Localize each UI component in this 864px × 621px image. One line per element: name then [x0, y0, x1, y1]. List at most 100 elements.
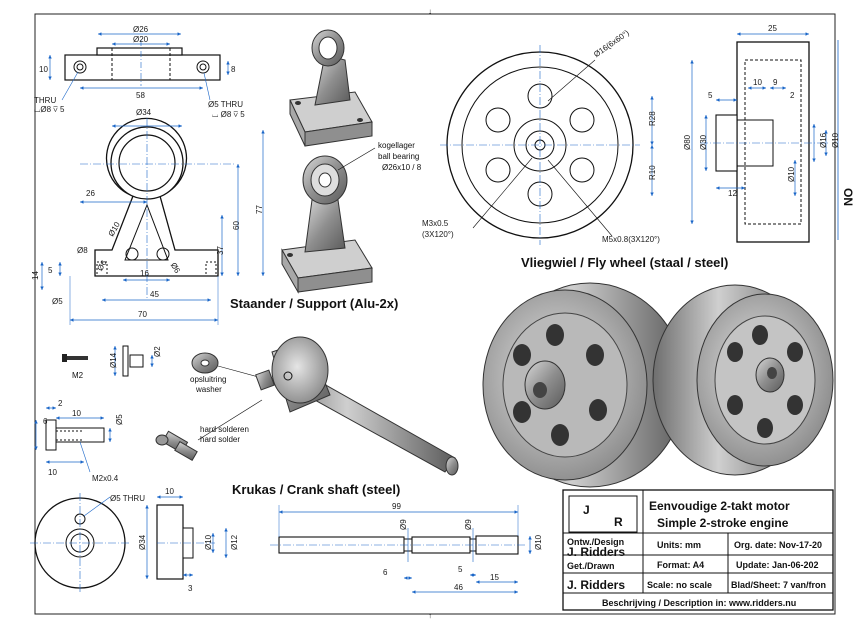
dim-front-70: 70 — [138, 310, 147, 319]
note-thru-right: Ø5 THRU — [208, 100, 243, 109]
units-field: Units: mm — [657, 540, 701, 550]
dim-shaft-99: 99 — [392, 502, 401, 511]
sheet-border — [34, 13, 836, 615]
bearing-leader — [337, 147, 376, 171]
crank-disc-side — [145, 495, 228, 580]
dim-front-77: 77 — [255, 205, 264, 214]
dim-top-10: 10 — [39, 65, 48, 74]
dim-fw-25: 25 — [768, 24, 777, 33]
dim-pin-5: Ø5 — [115, 414, 124, 425]
dim-front-26: 26 — [86, 189, 95, 198]
dim-top-58: 58 — [136, 91, 145, 100]
dim-front-14: 14 — [31, 271, 40, 280]
center-mark-bottom: ↑ — [428, 611, 432, 620]
design-label: Ontw./Design — [567, 537, 624, 547]
dim-front-37: 37 — [216, 246, 225, 255]
bearing-label-en: ball bearing — [378, 152, 419, 161]
dim-front-45: 45 — [150, 290, 159, 299]
note-cbore-right: ⌴ Ø8 ⊽ 5 — [212, 110, 245, 119]
crank-title: Krukas / Crank shaft (steel) — [232, 482, 400, 497]
dim-fw-r28: R28 — [648, 111, 657, 126]
crank-shaft-drawing — [270, 505, 532, 594]
dim-front-5: 5 — [48, 266, 53, 275]
dim-shaft-10: Ø10 — [534, 534, 543, 550]
dim-fw-10b: Ø10 — [831, 132, 840, 148]
dim-disc-thru: Ø5 THRU — [110, 494, 145, 503]
dim-fw-12: 12 — [728, 189, 737, 198]
dim-shaft-46: 46 — [454, 583, 463, 592]
logo-r: R — [614, 515, 623, 529]
bearing-label-size: Ø26x10 / 8 — [382, 163, 422, 172]
support-top-view — [48, 32, 230, 101]
update-field: Update: Jan-06-202 — [736, 560, 819, 570]
flywheel-iso-right — [652, 284, 834, 476]
crank-iso-assembly — [155, 336, 459, 476]
dim-top-20: Ø20 — [133, 35, 149, 44]
dim-front-hole5: Ø5 — [52, 297, 63, 306]
screw-m2-label: M2 — [72, 371, 84, 380]
screw-m2 — [62, 354, 88, 362]
logo-j: J — [583, 503, 590, 517]
support-iso-bearing — [281, 155, 373, 294]
dim-top-26: Ø26 — [133, 25, 149, 34]
washer-label-en: washer — [195, 385, 222, 394]
washer-label-nl: opsluitring — [190, 375, 226, 384]
solder-label-en: hard solder — [200, 435, 240, 444]
support-front-view — [40, 117, 265, 325]
dim-shaft-6: 6 — [383, 568, 388, 577]
dim-disc-34: Ø34 — [138, 534, 147, 550]
center-mark-top: ↓ — [428, 7, 432, 16]
crank-pin-drawing — [34, 406, 112, 473]
dim-front-8: Ø8 — [77, 246, 88, 255]
margin-mark: ON — [841, 188, 855, 206]
scale-field: Scale: no scale — [647, 580, 712, 590]
note-thru-left: THRU — [34, 96, 56, 105]
dim-pin-6: 6 — [43, 417, 48, 426]
dim-shaft-5: 5 — [458, 565, 463, 574]
project-name-nl: Eenvoudige 2-takt motor — [649, 499, 790, 513]
fw-m3-pattern: (3X120°) — [422, 230, 454, 239]
designer-name: J. Ridders — [567, 545, 625, 559]
dim-fw-r10: R10 — [648, 165, 657, 180]
dim-washer-2: Ø2 — [153, 346, 162, 357]
fw-m5-label: M5x0.8(3X120°) — [602, 235, 660, 244]
dim-fw-9: 9 — [773, 78, 778, 87]
dim-fw-80: Ø80 — [683, 134, 692, 150]
dim-disc-3: 3 — [188, 584, 193, 593]
dim-disc-10: 10 — [165, 487, 174, 496]
washer-side-view — [113, 345, 154, 377]
note-cbore-left: ⌴Ø8 ⊽ 5 — [34, 105, 65, 114]
project-name-en: Simple 2-stroke engine — [657, 516, 789, 530]
bearing-label-nl: kogellager — [378, 141, 415, 150]
dim-pin-10: 10 — [72, 409, 81, 418]
drawn-label: Get./Drawn — [567, 561, 615, 571]
support-iso-top — [289, 29, 373, 147]
sheet-field: Blad/Sheet: 7 van/fron — [731, 580, 826, 590]
description-field: Beschrijving / Description in: www.ridde… — [602, 598, 796, 608]
dim-front-34: Ø34 — [136, 108, 152, 117]
dim-fw-5: 5 — [708, 91, 713, 100]
dim-front-60: 60 — [232, 221, 241, 230]
dim-pin-2: 2 — [58, 399, 63, 408]
dim-pin-m2: M2x0.4 — [92, 474, 119, 483]
org-date-field: Org. date: Nov-17-20 — [734, 540, 822, 550]
drawer-name: J. Ridders — [567, 578, 625, 592]
dim-fw-holes: Ø16(6x60°) — [592, 28, 631, 59]
dim-fw-10: 10 — [753, 78, 762, 87]
format-field: Format: A4 — [657, 560, 704, 570]
dim-shaft-9a: Ø9 — [399, 519, 408, 530]
dim-shaft-9b: Ø9 — [464, 519, 473, 530]
dim-top-8: 8 — [231, 65, 236, 74]
dim-disc-bore10: Ø10 — [204, 534, 213, 550]
dim-pin-10b: 10 — [48, 468, 57, 477]
flywheel-front-view — [440, 45, 654, 245]
crank-disc-front — [30, 493, 130, 593]
dim-fw-bore10: Ø10 — [787, 166, 796, 182]
title-block — [562, 489, 834, 611]
solder-label-nl: hard solderen — [200, 425, 249, 434]
flywheel-iso-left — [482, 282, 686, 488]
dim-fw-16: Ø16 — [819, 132, 828, 148]
dim-shaft-15: 15 — [490, 573, 499, 582]
flywheel-side-view — [690, 32, 839, 243]
